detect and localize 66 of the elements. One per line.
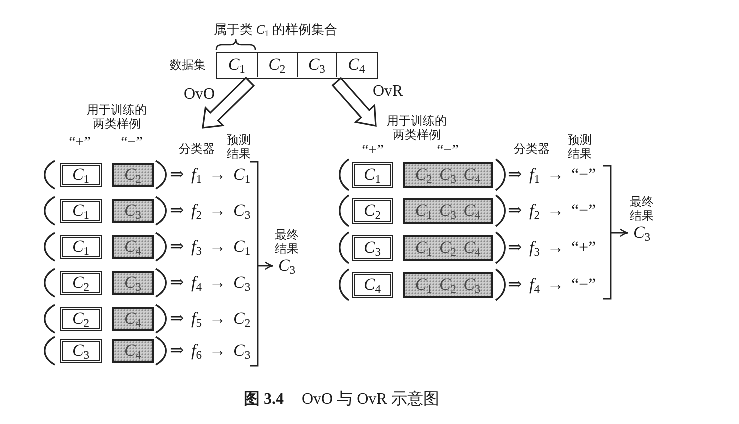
result-heading: 最终结果 [629, 195, 655, 223]
figure-caption: 图 3.4 OvO 与 OvR 示意图 [244, 390, 440, 410]
class-label: C$_{1}$ [415, 200, 432, 222]
class-box: C$_{1}$ [60, 199, 102, 223]
brace-label: 属于类 C$_{1}$ 的样例集合 [214, 22, 339, 38]
shaded-class-box: C$_{4}$ [112, 235, 154, 259]
class-label: C$_{2}$ [439, 237, 457, 259]
formula-text: ⇒ f$_{2}$ → “−” [508, 200, 598, 222]
dataset-bar [216, 52, 378, 79]
formula-text: ⇒ f$_{3}$ → C$_{1}$ [170, 236, 252, 258]
formula-text: ⇒ f$_{3}$ → “+” [508, 237, 598, 259]
class-cell: C$_{2}$ [256, 53, 296, 77]
shaded-class-box [403, 272, 493, 298]
class-box: C$_{3}$ [352, 235, 393, 261]
dataset-label: 数据集 [169, 58, 207, 72]
class-label: C$_{4}$ [464, 237, 481, 259]
formula-text: ⇒ f$_{4}$ → “−” [508, 274, 598, 296]
class-cell: C$_{4}$ [336, 53, 376, 77]
shaded-class-box [403, 235, 493, 261]
sign-label: “+” [361, 142, 385, 160]
class-label: C$_{1}$ [415, 274, 432, 296]
column-heading: 分类器 [178, 142, 216, 156]
shaded-class-box: C$_{3}$ [112, 199, 154, 223]
block-arrow [202, 76, 256, 129]
class-label: C$_{3}$ [439, 164, 457, 186]
class-box: C$_{1}$ [60, 163, 102, 187]
formula-text: ⇒ f$_{1}$ → C$_{1}$ [170, 164, 252, 186]
class-box: C$_{4}$ [352, 272, 393, 298]
class-box: C$_{3}$ [60, 339, 102, 363]
result-heading: 最终结果 [274, 228, 300, 256]
column-heading: 预测结果 [226, 133, 252, 161]
sign-label: “−” [436, 142, 460, 160]
column-heading: 用于训练的两类样例 [86, 103, 148, 131]
shaded-class-box [403, 198, 493, 224]
shaded-class-box: C$_{4}$ [112, 307, 154, 331]
class-box: C$_{2}$ [352, 198, 393, 224]
column-heading: 用于训练的两类样例 [386, 114, 448, 142]
formula-text: ⇒ f$_{6}$ → C$_{3}$ [170, 340, 252, 362]
formula-text: ⇒ f$_{2}$ → C$_{3}$ [170, 200, 252, 222]
class-cell: C$_{3}$ [296, 53, 336, 77]
class-label: C$_{3}$ [439, 200, 457, 222]
class-label: C$_{2}$ [439, 274, 457, 296]
class-label: C$_{4}$ [464, 200, 481, 222]
class-box: C$_{2}$ [60, 307, 102, 331]
class-label: C$_{1}$ [415, 237, 432, 259]
result-label: C$_{3}$ [632, 223, 652, 243]
class-box: C$_{1}$ [60, 235, 102, 259]
column-heading: 预测结果 [567, 133, 593, 161]
formula-text: ⇒ f$_{5}$ → C$_{2}$ [170, 308, 252, 330]
class-label: C$_{4}$ [464, 164, 481, 186]
class-label: C$_{2}$ [415, 164, 432, 186]
class-box: C$_{2}$ [60, 271, 102, 295]
shaded-class-box: C$_{2}$ [112, 163, 154, 187]
class-box: C$_{1}$ [352, 162, 393, 188]
sign-label: “−” [120, 134, 144, 152]
shaded-class-box: C$_{3}$ [112, 271, 154, 295]
formula-text: ⇒ f$_{1}$ → “−” [508, 164, 598, 186]
column-heading: 分类器 [513, 142, 551, 156]
block-arrow [332, 77, 377, 127]
class-cell: C$_{1}$ [217, 53, 257, 77]
formula-text: ⇒ f$_{4}$ → C$_{3}$ [170, 272, 252, 294]
shaded-class-box [403, 162, 493, 188]
result-label: C$_{3}$ [277, 256, 297, 276]
class-label: C$_{3}$ [464, 274, 481, 296]
sign-label: “+” [68, 134, 92, 152]
shaded-class-box: C$_{4}$ [112, 339, 154, 363]
